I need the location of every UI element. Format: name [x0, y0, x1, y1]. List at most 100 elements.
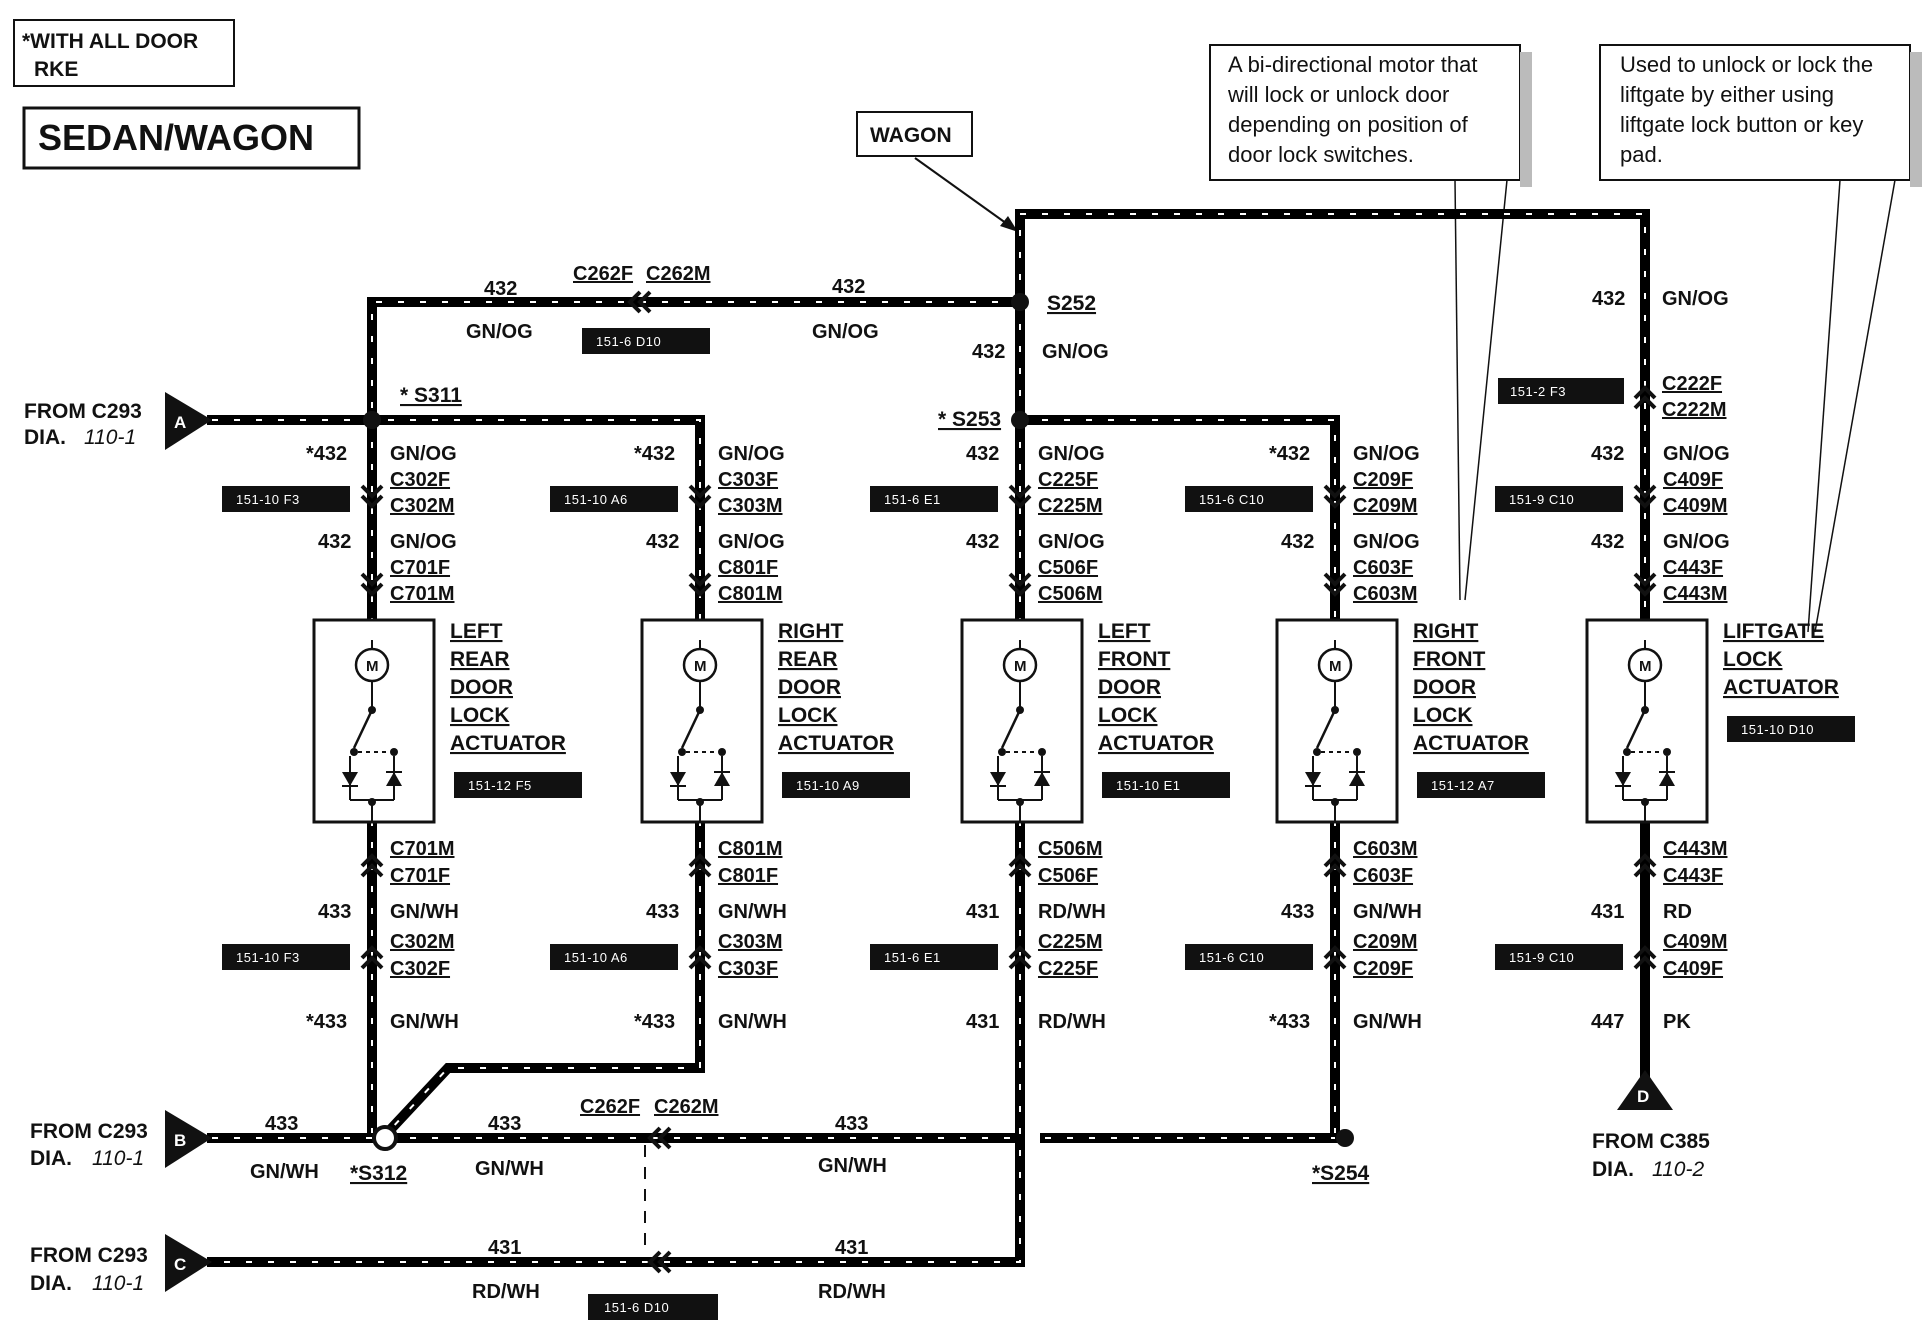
- actuator-name-line: ACTUATOR: [450, 732, 566, 755]
- motor-note-line1: A bi-directional motor that: [1228, 52, 1477, 77]
- top-conn1-f: C209F: [1353, 469, 1413, 491]
- splice-s312-label: *S312: [350, 1162, 407, 1185]
- top-circuit-1: *432: [1269, 443, 1310, 465]
- top-wire-ref: 151-6 D10: [596, 334, 661, 349]
- actuator-name-line: LOCK: [1723, 648, 1783, 671]
- actuator-ref: 151-10 E1: [1116, 778, 1181, 793]
- actuator-name-line: DOOR: [450, 676, 513, 699]
- source-b-from: FROM C293: [30, 1120, 148, 1143]
- top-circuit-2: 432: [966, 531, 999, 553]
- actuator-name-line: DOOR: [1413, 676, 1476, 699]
- bottom-conn2-a: C209M: [1353, 931, 1417, 953]
- actuator-name-line: REAR: [778, 648, 838, 671]
- actuator-name-line: LEFT: [450, 620, 503, 643]
- bottom-conn2-a: C409M: [1663, 931, 1727, 953]
- source-a-page: 110-1: [84, 426, 136, 449]
- bottom-wire-ref: 151-6 D10: [604, 1300, 669, 1315]
- actuator-ref: 151-12 F5: [468, 778, 532, 793]
- top-conn2-m: C701M: [390, 583, 454, 605]
- bottom-conn2-b: C302F: [390, 958, 450, 980]
- top-conn1-f: C302F: [390, 469, 450, 491]
- top-circuit-1: *432: [634, 443, 675, 465]
- top-connector-f: C262F: [573, 263, 633, 285]
- top-circuit-2: 432: [1591, 531, 1624, 553]
- top-conn1-m: C225M: [1038, 495, 1102, 517]
- top-wire-labels: 432 GN/OG C262F C262M 432 GN/OG 151-6 D1…: [466, 263, 1109, 363]
- actuator-box: [960, 618, 1084, 824]
- liftgate-note-line1: Used to unlock or lock the: [1620, 52, 1873, 77]
- source-d-letter: D: [1637, 1087, 1649, 1106]
- motor-symbol: M: [1639, 658, 1652, 675]
- motor-note-line4: door lock switches.: [1228, 142, 1414, 167]
- actuator-name-line: LEFT: [1098, 620, 1151, 643]
- actuator-name-line: LOCK: [778, 704, 838, 727]
- top-conn2-m: C506M: [1038, 583, 1102, 605]
- top-circuit-right: 432: [832, 276, 865, 298]
- source-b-dia: DIA.: [30, 1147, 72, 1170]
- source-d: D FROM C385 DIA. 110-2: [1592, 1070, 1710, 1181]
- splice-s311: [363, 411, 381, 429]
- c-right-color: RD/WH: [818, 1281, 886, 1303]
- actuator-2: M: [960, 618, 1084, 824]
- top-conn2-f: C506F: [1038, 557, 1098, 579]
- liftgate-upper-ref: 151-2 F3: [1510, 384, 1566, 399]
- top-conn2-f: C801F: [718, 557, 778, 579]
- top-circuit-2: 432: [646, 531, 679, 553]
- bottom-conn2-b: C225F: [1038, 958, 1098, 980]
- header-note-line1: *WITH ALL DOOR: [22, 30, 198, 53]
- actuator-name-line: DOOR: [1098, 676, 1161, 699]
- top-connector-m: C262M: [646, 263, 710, 285]
- bottom-c262f: C262F: [580, 1096, 640, 1118]
- actuator-name-line: ACTUATOR: [1098, 732, 1214, 755]
- top-ref-1: 151-6 E1: [884, 492, 941, 507]
- splice-s311-label: * S311: [400, 384, 462, 407]
- top-conn1-f: C303F: [718, 469, 778, 491]
- top-color-2: GN/OG: [1663, 531, 1730, 553]
- actuator-name-line: LIFTGATE: [1723, 620, 1824, 643]
- top-conn2-m: C443M: [1663, 583, 1727, 605]
- source-a-from: FROM C293: [24, 400, 142, 423]
- right433-color: GN/WH: [818, 1155, 887, 1177]
- liftgate-upper-conn-f: C222F: [1662, 373, 1722, 395]
- bottom-color-1: RD: [1663, 901, 1692, 923]
- bottom-circuit-1: 433: [646, 901, 679, 923]
- bottom-color-2: GN/WH: [718, 1011, 787, 1033]
- top-color-2: GN/OG: [1038, 531, 1105, 553]
- bottom-circuit-2: *433: [634, 1011, 675, 1033]
- splice-s254: [1336, 1129, 1354, 1147]
- top-conn2-m: C603M: [1353, 583, 1417, 605]
- splice-s312: [372, 1125, 398, 1151]
- liftgate-note-line3: liftgate lock button or key: [1620, 112, 1863, 137]
- liftgate-callout: Used to unlock or lock the liftgate by e…: [1599, 44, 1922, 633]
- top-conn1-m: C209M: [1353, 495, 1417, 517]
- top-conn1-m: C302M: [390, 495, 454, 517]
- bottom-color-1: GN/WH: [1353, 901, 1422, 923]
- splice-s254-label: *S254: [1312, 1162, 1370, 1185]
- source-a: A FROM C293 DIA. 110-1: [24, 392, 212, 450]
- c-left-circuit: 431: [488, 1237, 521, 1259]
- actuator-ref: 151-12 A7: [1431, 778, 1495, 793]
- source-d-page: 110-2: [1652, 1158, 1704, 1181]
- bottom-ref-2: 151-9 C10: [1509, 950, 1574, 965]
- bottom-conn2-a: C302M: [390, 931, 454, 953]
- motor-symbol: M: [694, 658, 707, 675]
- bottom-circuit-1: 431: [966, 901, 999, 923]
- top-conn1-m: C303M: [718, 495, 782, 517]
- liftgate-upper-color: GN/OG: [1662, 288, 1729, 310]
- top-ref-1: 151-9 C10: [1509, 492, 1574, 507]
- top-color-2: GN/OG: [390, 531, 457, 553]
- bottom-circuit-2: *433: [306, 1011, 347, 1033]
- splice-s252: [1011, 293, 1029, 311]
- source-c-page: 110-1: [92, 1272, 144, 1295]
- wire-431-lf: [207, 815, 1025, 1267]
- top-conn1-f: C225F: [1038, 469, 1098, 491]
- actuator-name-line: REAR: [450, 648, 510, 671]
- top-circuit-1: 432: [966, 443, 999, 465]
- bottom-circuit-1: 433: [1281, 901, 1314, 923]
- top-color-1: GN/OG: [390, 443, 457, 465]
- source-b-letter: B: [174, 1131, 186, 1150]
- header-note-line2: RKE: [34, 58, 78, 81]
- bottom-color-1: GN/WH: [390, 901, 459, 923]
- top-color-1: GN/OG: [718, 443, 785, 465]
- top-circuit-1: *432: [306, 443, 347, 465]
